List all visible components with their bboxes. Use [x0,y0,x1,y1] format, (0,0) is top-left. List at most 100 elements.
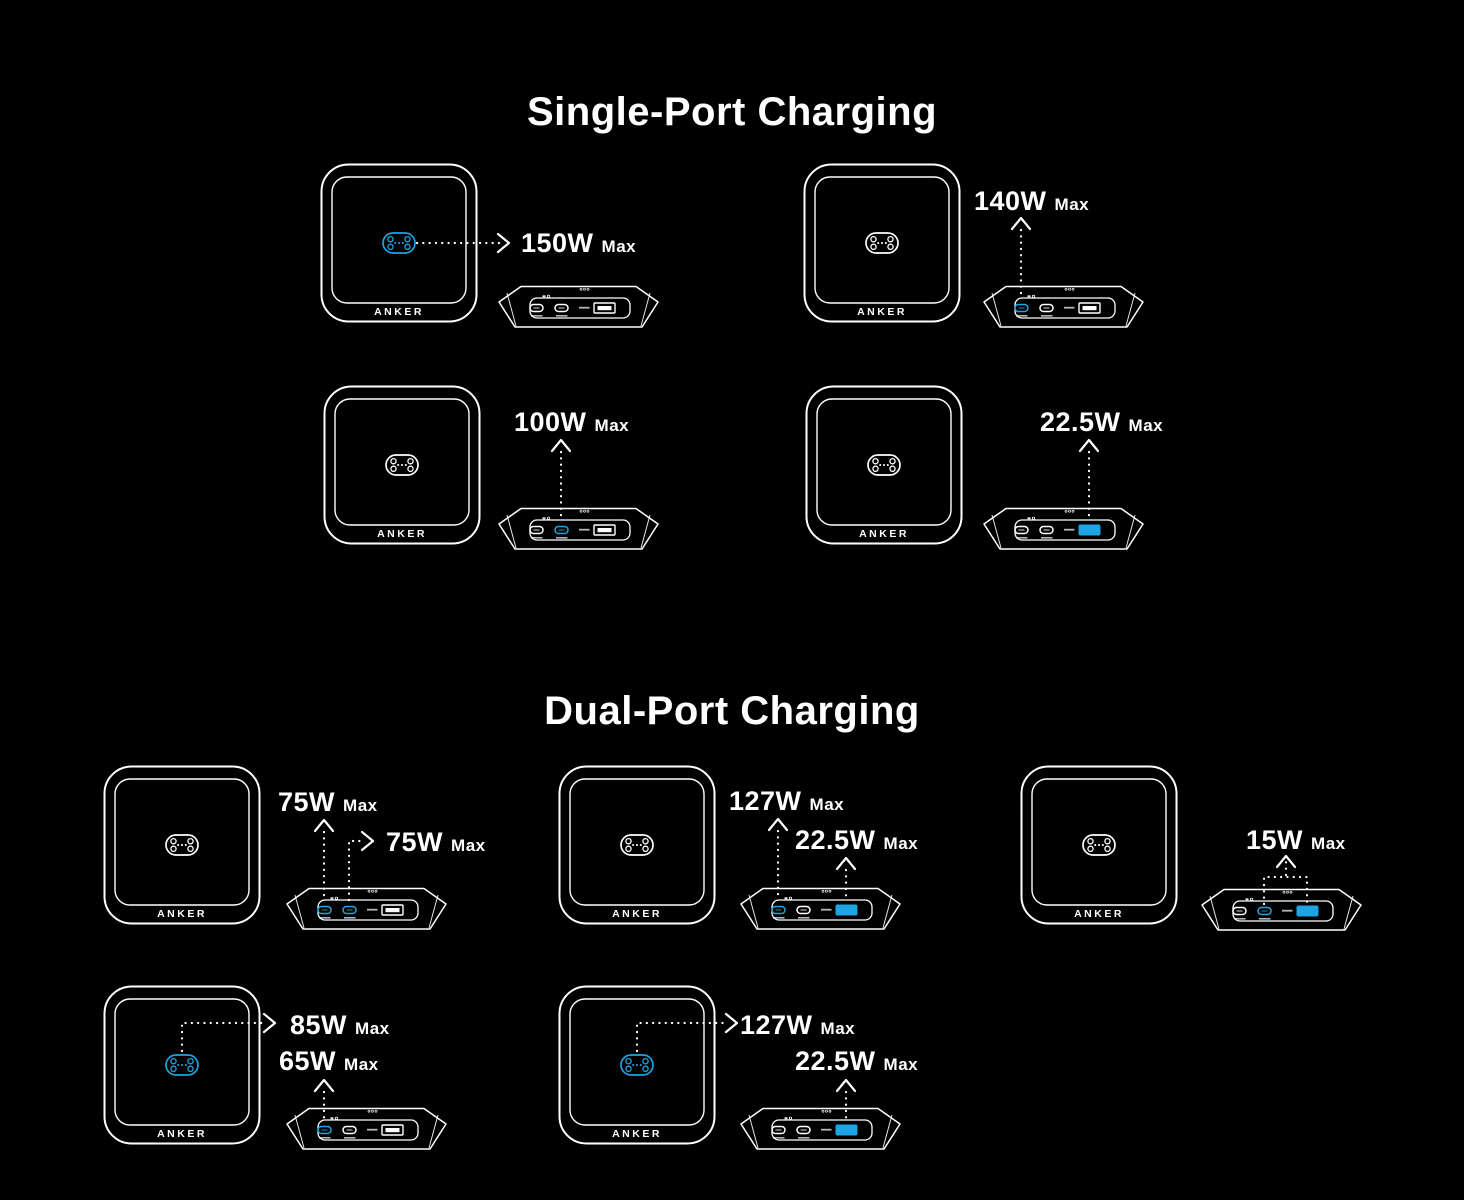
dual-usbc1-usbc2-front-view: ANKER [103,765,261,925]
brand-wordmark: ANKER [612,908,662,920]
single-usbc1-140w-front-view: ANKER [803,163,961,323]
dual-usbc1-usba-arrowhead [835,856,857,871]
device-outline [1020,765,1178,925]
device-top-face [331,176,467,304]
magnetic-pad-icon [620,1054,654,1076]
wattage-value: 22.5W [795,825,876,855]
wattage-suffix: Max [594,416,630,435]
section-title-dual-port: Dual-Port Charging [544,689,920,733]
dual-pad-usba-side-view [740,1107,901,1150]
dual-usbc1-usbc2-wattage-label-1: 75W Max [386,827,486,861]
usb-a-port [1078,302,1101,314]
usb-c1-port [1014,525,1029,535]
wattage-suffix: Max [1128,416,1164,435]
dual-usbc2-usba-combined-side-view [1201,888,1362,931]
wattage-suffix: Max [883,834,919,853]
usb-a-port [381,1124,404,1136]
device-body [498,285,659,328]
usb-a-port [835,1124,858,1136]
device-body [740,1107,901,1150]
usb-c2-port [1257,906,1272,916]
device-top-face [816,398,952,526]
magnetic-pad-icon [865,232,899,254]
wattage-suffix: Max [1311,834,1346,853]
device-top-face [334,398,470,526]
device-top-face [114,778,250,906]
device-body [983,507,1144,550]
brand-wordmark: ANKER [157,1128,207,1140]
wattage-suffix: Max [343,796,378,815]
dual-usbc1-usbc2-arrowhead [360,830,375,852]
wattage-suffix: Max [451,836,486,855]
device-body [1201,888,1362,931]
device-top-face [814,176,950,304]
magnetic-pad-icon [382,232,416,254]
dual-pad-usba-front-view: ANKER [558,985,716,1145]
dual-pad-usbc1-side-view [286,1107,447,1150]
usb-c2-port [796,905,811,915]
usb-a-port [1078,524,1101,536]
wattage-suffix: Max [601,237,637,256]
single-usbc2-100w-wattage-label-0: 100W Max [514,407,629,441]
device-body [286,887,447,930]
dual-usbc1-usbc2-arrowhead [313,818,335,833]
device-body [983,285,1144,328]
usb-c1-port [1014,303,1029,313]
device-body [740,887,901,930]
magnetic-pad-icon [867,454,901,476]
device-outline [803,163,961,323]
brand-wordmark: ANKER [612,1128,662,1140]
single-pad-150w-side-view [498,285,659,328]
device-outline [103,985,261,1145]
dual-pad-usba-arrowhead [835,1078,857,1093]
usb-c2-port [554,303,569,313]
device-body [498,507,659,550]
dual-pad-usbc1-arrowhead [262,1012,277,1034]
device-outline [103,765,261,925]
wattage-value: 75W [386,827,444,857]
wattage-value: 127W [740,1010,813,1040]
brand-wordmark: ANKER [377,528,427,540]
usb-a-port [1296,905,1319,917]
device-outline [320,163,478,323]
device-top-face [1031,778,1167,906]
single-usbc2-100w-side-view [498,507,659,550]
wattage-suffix: Max [809,795,845,814]
dual-usbc1-usba-front-view: ANKER [558,765,716,925]
wattage-value: 100W [514,407,587,437]
device-outline [805,385,963,545]
single-pad-150w-arrowhead [496,232,511,254]
single-usba-22.5w-arrowhead [1078,438,1100,453]
usb-c2-port [1039,303,1054,313]
usb-c1-port [529,525,544,535]
usb-c1-port [771,1125,786,1135]
wattage-value: 22.5W [795,1046,876,1076]
usb-c1-port [771,905,786,915]
usb-c1-port [529,303,544,313]
wattage-suffix: Max [344,1055,379,1074]
dual-usbc1-usbc2-wattage-label-0: 75W Max [278,787,378,821]
device-top-face [569,778,705,906]
wattage-value: 140W [974,186,1047,216]
usb-c1-port [1232,906,1247,916]
device-outline [558,985,716,1145]
dual-pad-usba-arrowhead [724,1012,739,1034]
dual-pad-usbc1-arrowhead [313,1078,335,1093]
dual-usbc1-usba-side-view [740,887,901,930]
usb-c2-port [342,1125,357,1135]
magnetic-pad-icon [620,834,654,856]
dual-usbc2-usba-combined-front-view: ANKER [1020,765,1178,925]
device-top-face [114,998,250,1126]
usb-c2-port [796,1125,811,1135]
usb-c2-port [342,905,357,915]
brand-wordmark: ANKER [859,528,909,540]
device-body [286,1107,447,1150]
single-usbc2-100w-arrowhead [550,438,572,453]
single-usba-22.5w-front-view: ANKER [805,385,963,545]
wattage-value: 75W [278,787,336,817]
brand-wordmark: ANKER [157,908,207,920]
